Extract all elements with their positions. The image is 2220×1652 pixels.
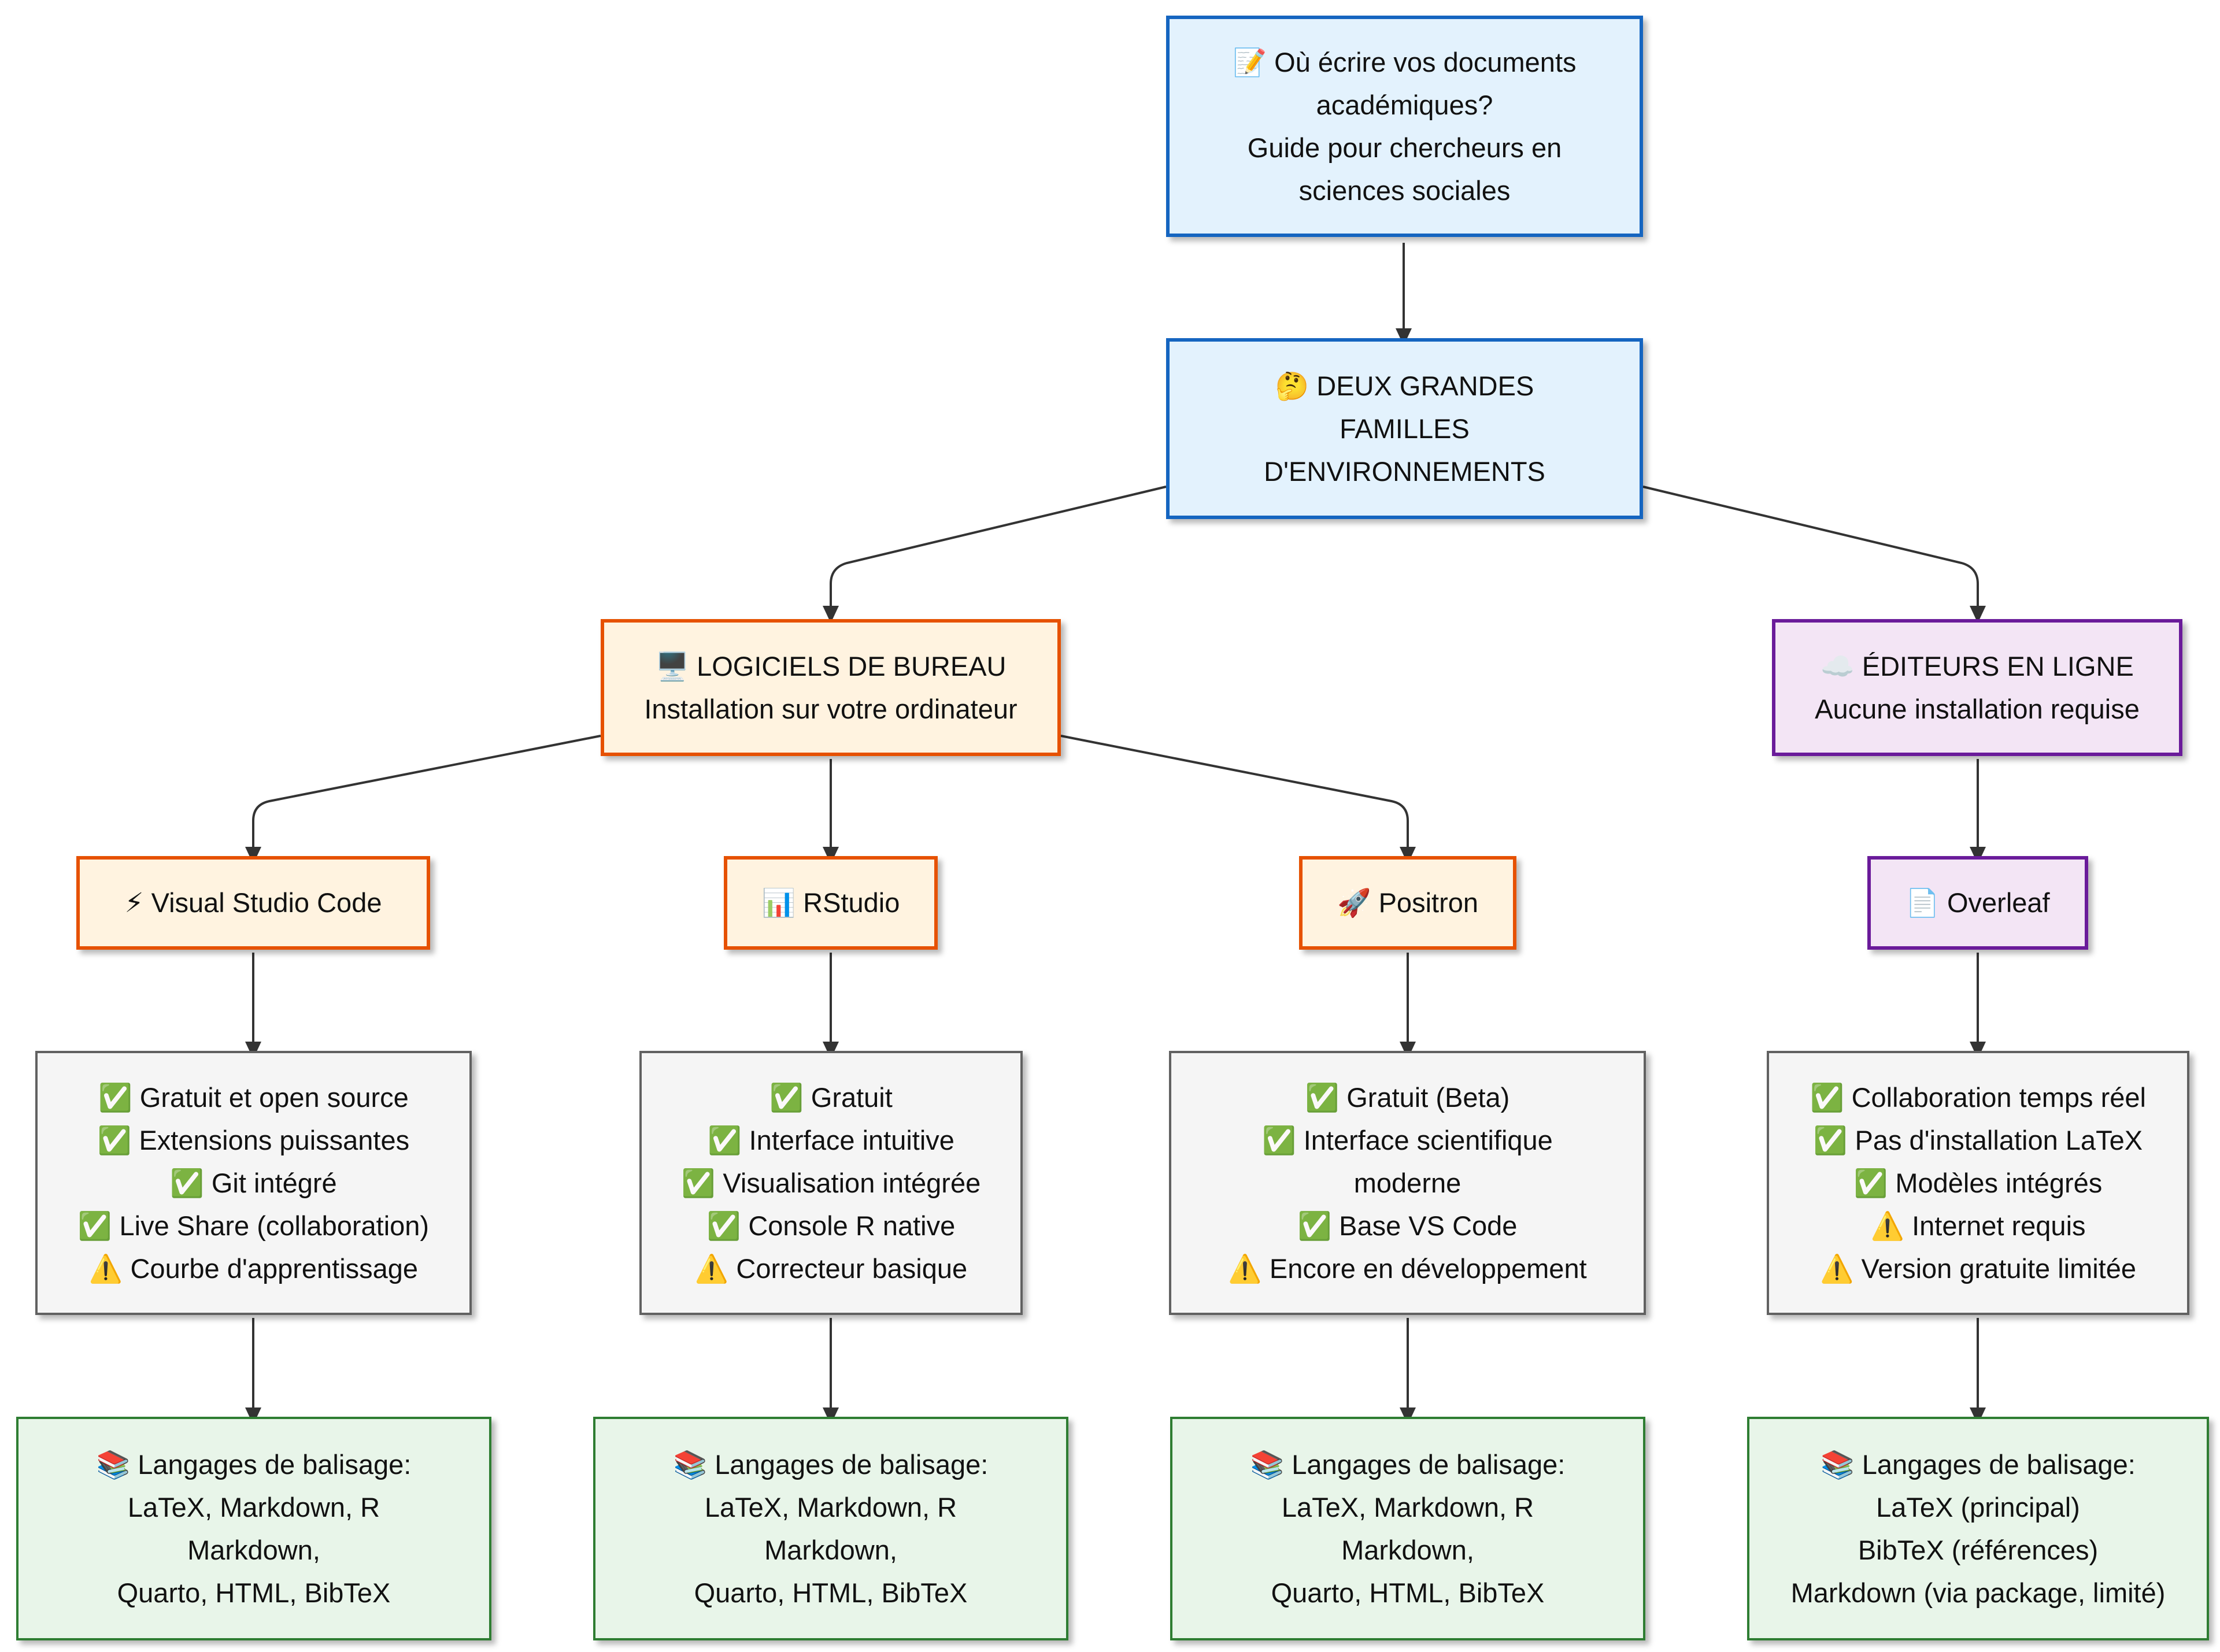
positron-languages-node: 📚 Langages de balisage: LaTeX, Markdown,… bbox=[1170, 1417, 1645, 1640]
feature-line: ⚠️ Correcteur basique bbox=[694, 1253, 968, 1284]
language-line: Markdown, bbox=[764, 1534, 897, 1565]
positron-node: 🚀 Positron bbox=[1299, 856, 1516, 950]
feature-line: ✅ Extensions puissantes bbox=[97, 1124, 410, 1155]
arrowhead bbox=[1970, 1042, 1986, 1059]
families-line: FAMILLES bbox=[1340, 413, 1470, 444]
overleaf-label: 📄 Overleaf bbox=[1906, 887, 2050, 918]
title-line: Guide pour chercheurs en bbox=[1247, 132, 1562, 163]
language-line: Markdown, bbox=[1341, 1534, 1474, 1565]
arrowhead bbox=[1400, 1407, 1416, 1425]
arrowhead bbox=[823, 847, 839, 864]
language-line: Quarto, HTML, BibTeX bbox=[117, 1577, 391, 1608]
language-line: Markdown (via package, limité) bbox=[1790, 1577, 2166, 1608]
language-line: 📚 Langages de balisage: bbox=[673, 1449, 989, 1480]
title-line: sciences sociales bbox=[1298, 175, 1511, 206]
language-line: Quarto, HTML, BibTeX bbox=[694, 1577, 968, 1608]
arrowhead bbox=[823, 606, 839, 623]
feature-line: ✅ Git intégré bbox=[170, 1167, 337, 1198]
feature-line: ✅ Modèles intégrés bbox=[1853, 1167, 2103, 1198]
arrowhead bbox=[1970, 1407, 1986, 1425]
families-line: 🤔 DEUX GRANDES bbox=[1275, 370, 1534, 401]
arrowhead bbox=[1970, 606, 1986, 623]
feature-line: moderne bbox=[1353, 1167, 1462, 1198]
language-line: Markdown, bbox=[187, 1534, 320, 1565]
families-node: 🤔 DEUX GRANDES FAMILLES D'ENVIRONNEMENTS bbox=[1166, 338, 1643, 519]
rstudio-label: 📊 RStudio bbox=[761, 887, 900, 918]
feature-line: ✅ Gratuit (Beta) bbox=[1305, 1081, 1510, 1113]
online-editors-node: ☁️ ÉDITEURS EN LIGNE Aucune installation… bbox=[1772, 619, 2182, 756]
feature-line: ✅ Pas d'installation LaTeX bbox=[1813, 1124, 2143, 1155]
feature-line: ✅ Console R native bbox=[706, 1210, 956, 1241]
desktop-line: Installation sur votre ordinateur bbox=[644, 693, 1018, 724]
rstudio-languages-node: 📚 Langages de balisage: LaTeX, Markdown,… bbox=[593, 1417, 1068, 1640]
arrowhead bbox=[1396, 328, 1412, 346]
language-line: LaTeX (principal) bbox=[1876, 1491, 2080, 1523]
arrowhead bbox=[245, 1042, 261, 1059]
arrowhead bbox=[823, 1042, 839, 1059]
feature-line: ✅ Base VS Code bbox=[1297, 1210, 1518, 1241]
arrowhead bbox=[1400, 847, 1416, 864]
language-line: Quarto, HTML, BibTeX bbox=[1271, 1577, 1545, 1608]
feature-line: ✅ Interface scientifique bbox=[1262, 1124, 1553, 1155]
language-line: LaTeX, Markdown, R bbox=[704, 1491, 957, 1523]
language-line: LaTeX, Markdown, R bbox=[1281, 1491, 1534, 1523]
language-line: 📚 Langages de balisage: bbox=[1250, 1449, 1566, 1480]
positron-label: 🚀 Positron bbox=[1337, 887, 1478, 918]
language-line: 📚 Langages de balisage: bbox=[1821, 1449, 2136, 1480]
vscode-node: ⚡ Visual Studio Code bbox=[76, 856, 430, 950]
language-line: LaTeX, Markdown, R bbox=[127, 1491, 380, 1523]
families-line: D'ENVIRONNEMENTS bbox=[1264, 455, 1545, 487]
feature-line: ✅ Visualisation intégrée bbox=[681, 1167, 981, 1198]
vscode-features-node: ✅ Gratuit et open source ✅ Extensions pu… bbox=[35, 1051, 472, 1315]
overleaf-node: 📄 Overleaf bbox=[1867, 856, 2088, 950]
vscode-languages-node: 📚 Langages de balisage: LaTeX, Markdown,… bbox=[16, 1417, 491, 1640]
rstudio-node: 📊 RStudio bbox=[724, 856, 938, 950]
edge-families-to-desktop bbox=[830, 486, 1167, 606]
feature-line: ✅ Interface intuitive bbox=[708, 1124, 954, 1155]
edge-families-to-online bbox=[1642, 486, 1979, 606]
title-node: 📝 Où écrire vos documents académiques? G… bbox=[1166, 16, 1643, 237]
arrowhead bbox=[1400, 1042, 1416, 1059]
feature-line: ✅ Collaboration temps réel bbox=[1810, 1081, 2146, 1113]
positron-features-node: ✅ Gratuit (Beta) ✅ Interface scientifiqu… bbox=[1169, 1051, 1646, 1315]
arrowhead bbox=[245, 847, 261, 864]
rstudio-features-node: ✅ Gratuit ✅ Interface intuitive ✅ Visual… bbox=[639, 1051, 1023, 1315]
arrowhead bbox=[823, 1407, 839, 1425]
feature-line: ⚠️ Encore en développement bbox=[1228, 1253, 1587, 1284]
edge-desktop-to-positron bbox=[1060, 735, 1409, 847]
feature-line: ✅ Gratuit bbox=[769, 1081, 893, 1113]
overleaf-languages-node: 📚 Langages de balisage: LaTeX (principal… bbox=[1747, 1417, 2209, 1640]
arrowhead bbox=[1970, 847, 1986, 864]
feature-line: ⚠️ Version gratuite limitée bbox=[1819, 1253, 2137, 1284]
overleaf-features-node: ✅ Collaboration temps réel ✅ Pas d'insta… bbox=[1767, 1051, 2189, 1315]
feature-line: ✅ Live Share (collaboration) bbox=[77, 1210, 430, 1241]
title-line: 📝 Où écrire vos documents bbox=[1233, 46, 1577, 77]
feature-line: ⚠️ Internet requis bbox=[1870, 1210, 2086, 1241]
title-line: académiques? bbox=[1316, 89, 1493, 120]
feature-line: ⚠️ Courbe d'apprentissage bbox=[88, 1253, 419, 1284]
online-line: ☁️ ÉDITEURS EN LIGNE bbox=[1821, 650, 2134, 681]
language-line: 📚 Langages de balisage: bbox=[96, 1449, 412, 1480]
language-line: BibTeX (références) bbox=[1858, 1534, 2099, 1565]
vscode-label: ⚡ Visual Studio Code bbox=[124, 887, 382, 918]
online-line: Aucune installation requise bbox=[1815, 693, 2140, 724]
edge-desktop-to-vscode bbox=[252, 735, 601, 847]
desktop-line: 🖥️ LOGICIELS DE BUREAU bbox=[655, 650, 1007, 681]
desktop-software-node: 🖥️ LOGICIELS DE BUREAU Installation sur … bbox=[601, 619, 1061, 756]
feature-line: ✅ Gratuit et open source bbox=[98, 1081, 409, 1113]
arrowhead bbox=[245, 1407, 261, 1425]
